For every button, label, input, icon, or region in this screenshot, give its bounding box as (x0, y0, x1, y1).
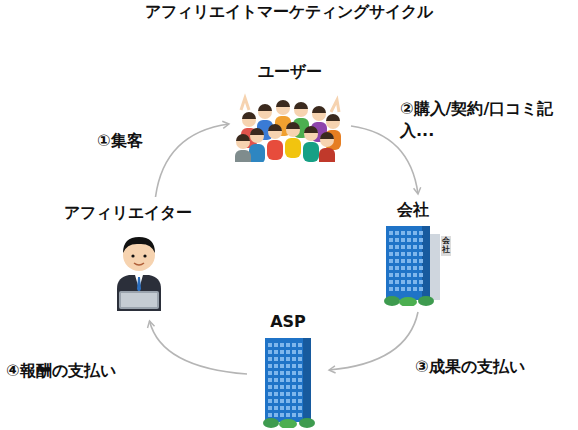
company-building (378, 222, 448, 310)
node-box: ユーザー (235, 62, 345, 164)
diagram-title: アフィリエイトマーケティングサイクル (0, 2, 578, 22)
node-label: 会社 (378, 200, 448, 220)
node-box: アフィリエイター (45, 203, 210, 315)
flow-label: ③成果の支払い (413, 356, 527, 378)
flow-arrow (156, 124, 230, 197)
node-box: ASP (253, 312, 323, 428)
building-sign: 会社 (441, 236, 451, 256)
flow-arrow (150, 321, 248, 374)
node-box: 会社 (378, 200, 448, 306)
flow-label: ④報酬の支払い (4, 360, 118, 382)
affiliater-person (111, 233, 167, 315)
node-label: ASP (253, 312, 323, 332)
asp-building (253, 334, 323, 430)
flow-arrow (329, 312, 418, 370)
node-label: ユーザー (235, 62, 345, 82)
flow-label: ②購入/契約/口コミ記入... (398, 98, 560, 142)
node-label: アフィリエイター (45, 203, 210, 223)
user-group (235, 90, 345, 166)
flow-label: ①集客 (95, 130, 145, 152)
